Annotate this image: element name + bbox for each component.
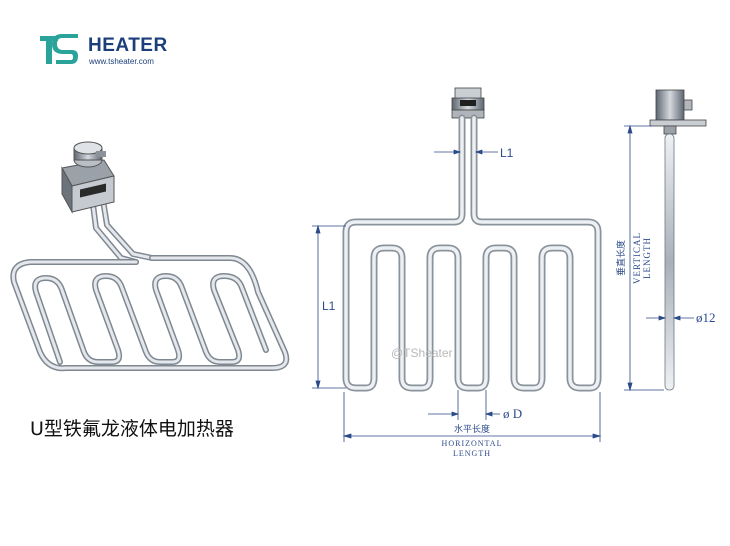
brand-website: www.tsheater.com (89, 57, 154, 66)
dim-rod-diameter: ø12 (696, 310, 716, 325)
junction-box-front (451, 87, 485, 119)
dim-vertical-cn: 垂直长度 (615, 240, 626, 276)
junction-box-side (649, 89, 707, 135)
watermark: @TSheater (391, 346, 453, 360)
dim-l1-side: L1 (322, 299, 336, 313)
heater-3d-view (10, 141, 290, 372)
dim-l1-top: L1 (500, 146, 514, 160)
dim-horizontal-en-2: LENGTH (453, 449, 491, 458)
dim-diameter: ø D (503, 406, 522, 421)
ts-logo-icon (40, 34, 80, 64)
dim-horizontal-cn: 水平长度 (454, 423, 490, 434)
product-caption: U型铁氟龙液体电加热器 (30, 418, 234, 440)
dim-vertical-en-2: LENGTH (642, 237, 652, 279)
dim-horizontal-en-1: HORIZONTAL (442, 439, 503, 448)
heater-front-view: L1 L1 ø D 水平长度 HORIZONTAL LENGTH (312, 87, 602, 458)
heater-side-view: 垂直长度 VERTICAL LENGTH ø12 (615, 89, 716, 392)
junction-box-3d (61, 141, 115, 214)
dim-vertical-en-1: VERTICAL (632, 232, 642, 284)
brand-logo: HEATER www.tsheater.com (38, 32, 178, 72)
brand-name: HEATER (88, 35, 168, 56)
